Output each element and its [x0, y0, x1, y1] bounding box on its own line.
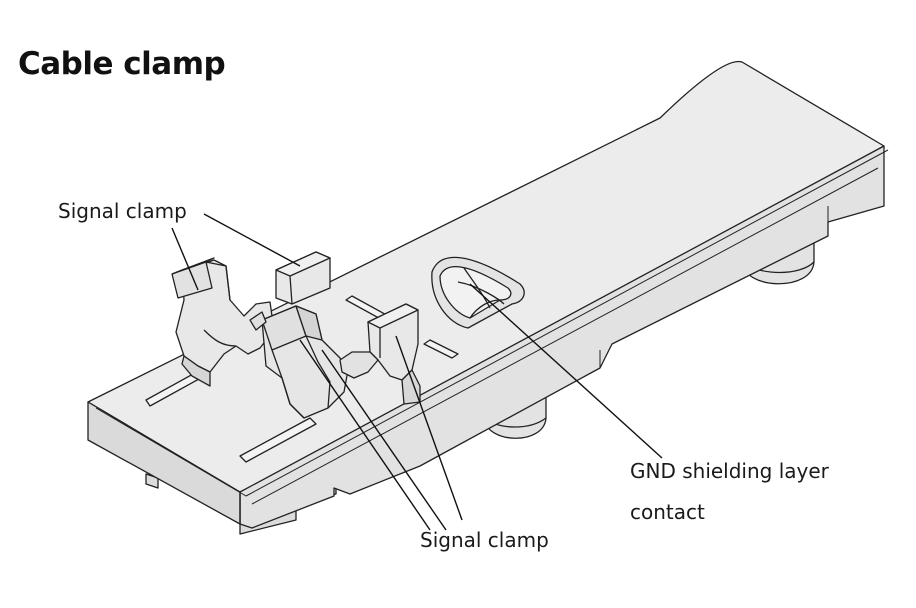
signal-clamp-left	[171, 257, 275, 387]
signal-clamp-label-bottom: Signal clamp	[420, 528, 549, 552]
leader-bottom-to-center-2	[321, 349, 447, 531]
signal-clamp-rear-right	[275, 251, 331, 305]
leader-bottom-to-right	[395, 335, 463, 521]
leader-gnd	[469, 283, 663, 459]
leader-top-to-left-clamp	[171, 227, 199, 291]
signal-clamp-center	[249, 305, 349, 419]
leader-top-to-rear-clamp	[203, 213, 301, 267]
gnd-contact-window	[431, 256, 525, 329]
gnd-label-line1: GND shielding layer	[630, 459, 829, 483]
leader-bottom-to-center-1	[299, 339, 431, 531]
leader-lines	[171, 213, 663, 531]
diagram-title: Cable clamp	[18, 46, 226, 82]
gnd-label-line2: contact	[630, 500, 705, 524]
signal-clamp-label-top: Signal clamp	[58, 199, 187, 223]
